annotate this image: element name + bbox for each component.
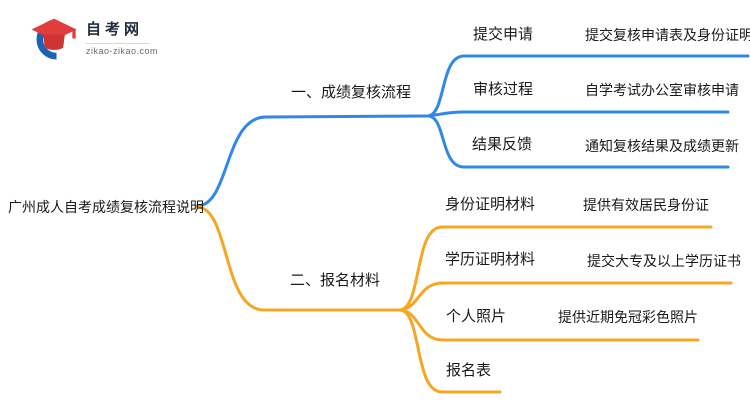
branch2-child3-label: 个人照片 bbox=[446, 308, 507, 325]
branch2-label: 二、报名材料 bbox=[290, 272, 381, 289]
branch1-child1-label: 提交申请 bbox=[473, 26, 534, 43]
site-domain: zikao-zikao.com bbox=[86, 46, 159, 56]
branch1-label: 一、成绩复核流程 bbox=[291, 84, 412, 101]
branch2-child3-detail: 提供近期免冠彩色照片 bbox=[558, 309, 698, 325]
branch2-child2-detail: 提交大专及以上学历证书 bbox=[587, 253, 741, 269]
site-logo[interactable]: 自考网 zikao-zikao.com bbox=[26, 12, 158, 62]
branch2-child2-label: 学历证明材料 bbox=[445, 251, 536, 268]
logo-text-block: 自考网 zikao-zikao.com bbox=[86, 18, 158, 56]
edge-branch1-child3 bbox=[426, 114, 730, 169]
edge-branch2-child1 bbox=[398, 225, 713, 312]
branch1-child2-label: 审核过程 bbox=[473, 81, 534, 98]
logo-divider bbox=[86, 43, 150, 44]
branch2-child4-label: 报名表 bbox=[446, 362, 492, 379]
edge-branch2-child2 bbox=[398, 281, 733, 312]
graduation-cap-icon bbox=[31, 18, 77, 60]
branch2-child1-detail: 提供有效居民身份证 bbox=[583, 197, 709, 213]
site-title: 自考网 bbox=[86, 21, 144, 38]
edge-root-branch1 bbox=[195, 114, 430, 208]
root-node-label: 广州成人自考成绩复核流程说明 bbox=[8, 199, 204, 215]
branch1-child1-detail: 提交复核申请表及身份证明 bbox=[585, 27, 750, 43]
edge-branch1-child2 bbox=[426, 110, 730, 118]
branch1-child3-detail: 通知复核结果及成绩更新 bbox=[585, 138, 739, 154]
branch1-child3-label: 结果反馈 bbox=[472, 136, 533, 153]
edge-root-branch2 bbox=[195, 205, 402, 312]
edge-branch2-child4 bbox=[398, 308, 502, 394]
branch1-child2-detail: 自学考试办公室审核申请 bbox=[585, 82, 739, 98]
branch2-child1-label: 身份证明材料 bbox=[445, 196, 536, 213]
edge-branch1-child1 bbox=[426, 54, 750, 118]
